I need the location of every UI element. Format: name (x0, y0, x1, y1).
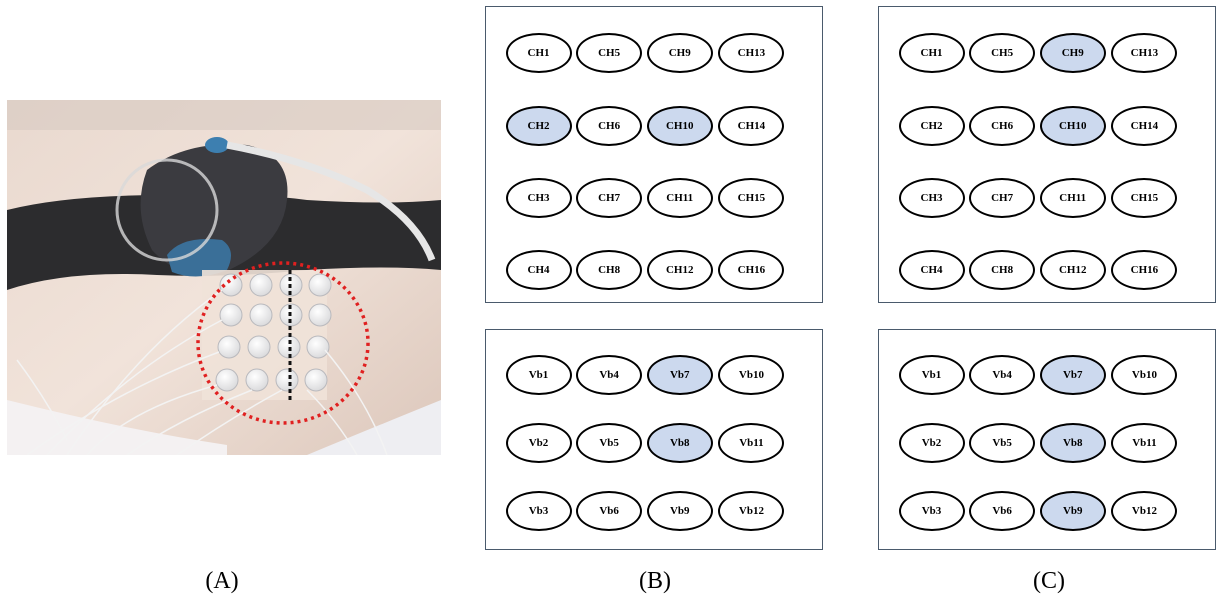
channel-cell-ch15: CH15 (718, 178, 785, 218)
channel-cell-vb2: Vb2 (898, 423, 965, 463)
channel-cell-ch1: CH1 (505, 33, 572, 73)
monitor-unit (167, 239, 231, 277)
channel-cell-ch4: CH4 (505, 250, 572, 290)
channel-cell-vb9: Vb9 (646, 491, 713, 531)
channel-cell-vb12: Vb12 (718, 491, 785, 531)
electrode-area-circle (196, 261, 370, 425)
channel-cell-vb4: Vb4 (576, 355, 643, 395)
channel-cell-ch14: CH14 (718, 106, 785, 146)
channel-cell-vb5: Vb5 (969, 423, 1036, 463)
caption-a: (A) (205, 568, 239, 594)
channel-cell-ch16: CH16 (718, 250, 785, 290)
channel-cell-ch1: CH1 (898, 33, 965, 73)
channel-cell-vb3: Vb3 (898, 491, 965, 531)
channel-cell-ch5: CH5 (969, 33, 1036, 73)
channel-cell-ch14: CH14 (1111, 106, 1178, 146)
channel-cell-ch7: CH7 (969, 178, 1036, 218)
channel-cell-vb5: Vb5 (576, 423, 643, 463)
channel-cell-ch13: CH13 (718, 33, 785, 73)
channel-cell-ch8: CH8 (576, 250, 643, 290)
channel-cell-vb4: Vb4 (969, 355, 1036, 395)
caption-b: (B) (639, 568, 671, 594)
channel-cell-ch9: CH9 (646, 33, 713, 73)
belt-holder (140, 144, 288, 276)
photo-illustration (7, 100, 441, 455)
channel-cell-ch16: CH16 (1111, 250, 1178, 290)
channel-cell-ch4: CH4 (898, 250, 965, 290)
channel-cell-ch5: CH5 (576, 33, 643, 73)
channel-cell-ch2: CH2 (898, 106, 965, 146)
channel-cell-vb11: Vb11 (1111, 423, 1178, 463)
channel-cell-ch6: CH6 (969, 106, 1036, 146)
channel-cell-vb8: Vb8 (1039, 423, 1106, 463)
channel-cell-ch7: CH7 (576, 178, 643, 218)
channel-cell-vb10: Vb10 (718, 355, 785, 395)
channel-cell-vb9: Vb9 (1039, 491, 1106, 531)
monitor-cable (226, 141, 436, 262)
channel-cell-ch12: CH12 (646, 250, 713, 290)
channel-cell-vb2: Vb2 (505, 423, 572, 463)
channel-cell-vb12: Vb12 (1111, 491, 1178, 531)
channel-cell-vb7: Vb7 (1039, 355, 1106, 395)
channel-cell-vb7: Vb7 (646, 355, 713, 395)
electrode-array (215, 273, 332, 392)
channel-cell-ch13: CH13 (1111, 33, 1178, 73)
channel-cell-ch3: CH3 (505, 178, 572, 218)
channel-cell-vb11: Vb11 (718, 423, 785, 463)
channel-cell-vb8: Vb8 (646, 423, 713, 463)
channel-cell-vb3: Vb3 (505, 491, 572, 531)
channel-cell-ch11: CH11 (1039, 178, 1106, 218)
channel-cell-ch10: CH10 (646, 106, 713, 146)
channel-cell-ch3: CH3 (898, 178, 965, 218)
channel-cell-ch11: CH11 (646, 178, 713, 218)
channel-cell-ch6: CH6 (576, 106, 643, 146)
channel-cell-ch8: CH8 (969, 250, 1036, 290)
channel-cell-ch15: CH15 (1111, 178, 1178, 218)
abdominal-electrode-photo (7, 100, 441, 455)
channel-cell-ch10: CH10 (1039, 106, 1106, 146)
caption-c: (C) (1033, 568, 1065, 594)
channel-cell-vb6: Vb6 (576, 491, 643, 531)
channel-cell-vb10: Vb10 (1111, 355, 1178, 395)
monitor-connector (205, 137, 229, 153)
channel-cell-vb6: Vb6 (969, 491, 1036, 531)
electrode-leads (16, 289, 388, 455)
channel-cell-vb1: Vb1 (505, 355, 572, 395)
channel-cell-ch12: CH12 (1039, 250, 1106, 290)
channel-cell-ch9: CH9 (1039, 33, 1106, 73)
channel-cell-ch2: CH2 (505, 106, 572, 146)
channel-cell-vb1: Vb1 (898, 355, 965, 395)
